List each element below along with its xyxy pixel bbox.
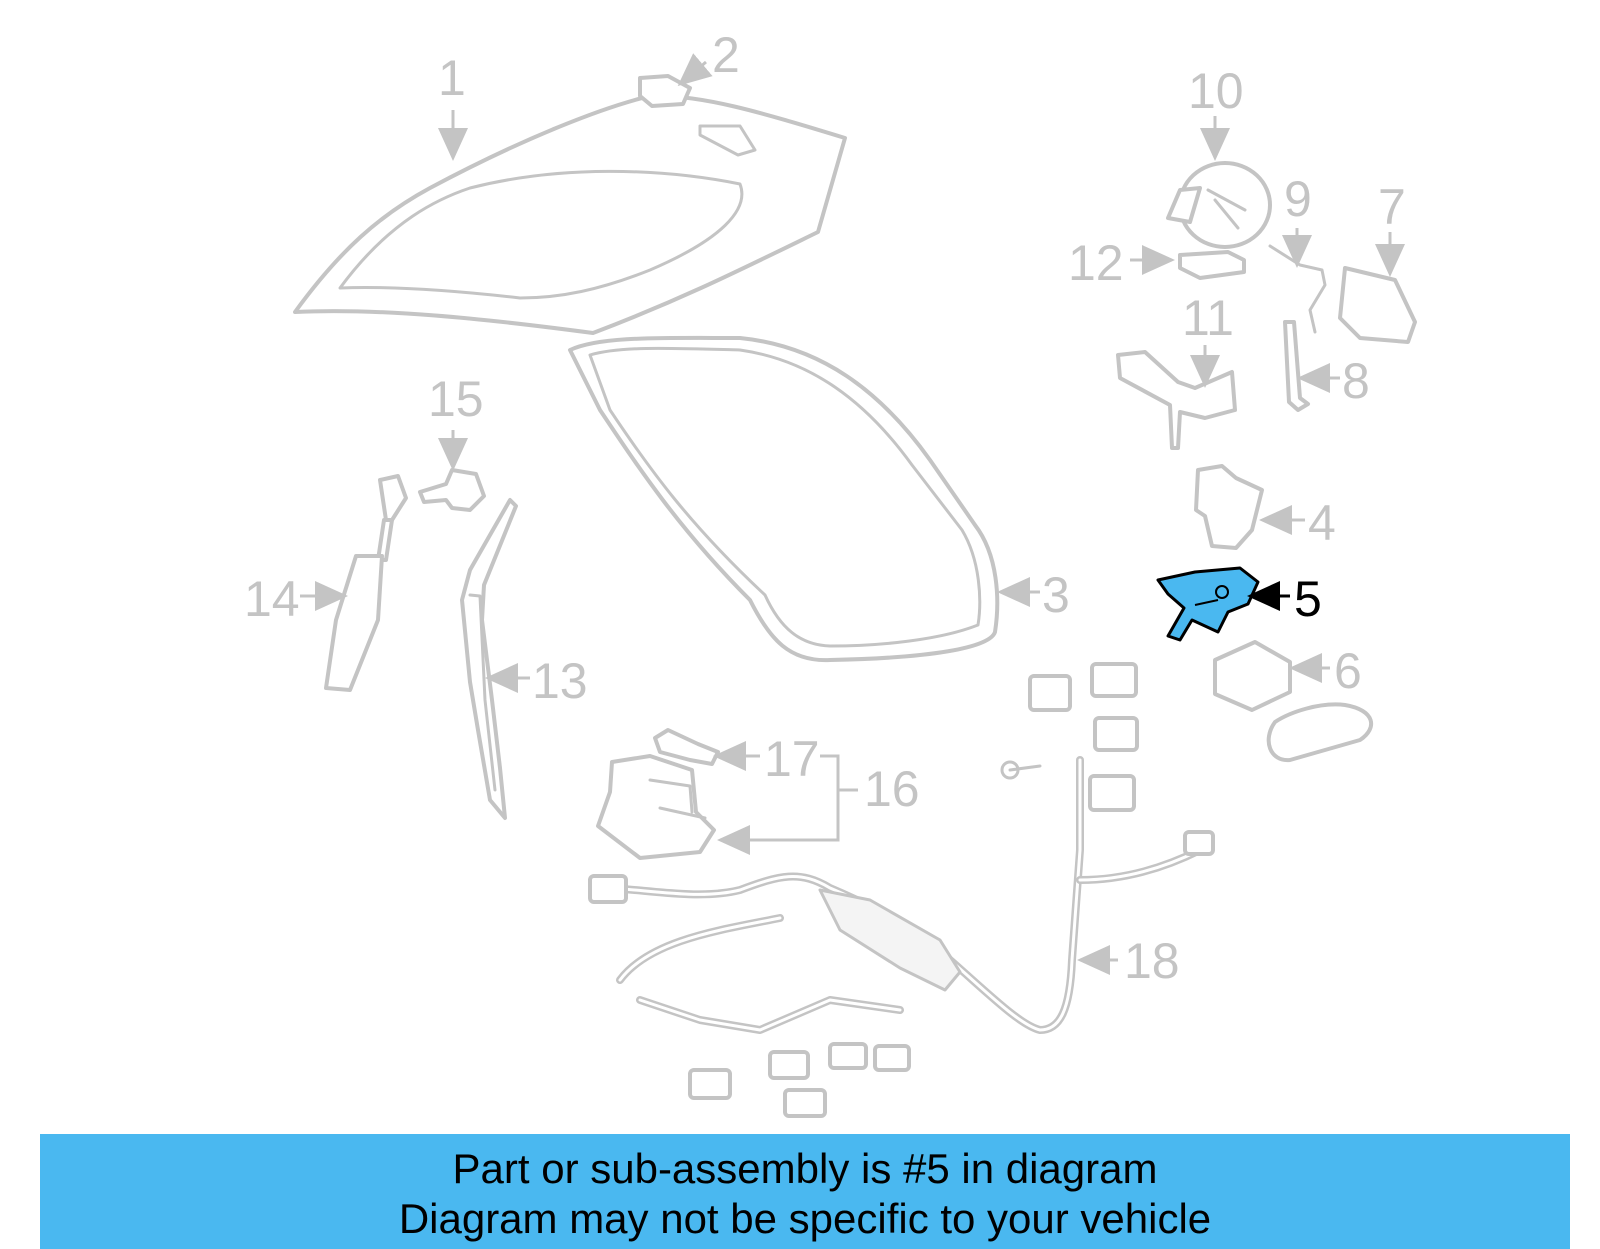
part-4-bracket[interactable] [1194, 464, 1264, 550]
callout-1: 1 [438, 50, 466, 106]
callout-11: 11 [1182, 290, 1234, 346]
info-banner: Part or sub-assembly is #5 in diagram Di… [40, 1134, 1570, 1249]
callout-18: 18 [1124, 933, 1180, 989]
part-8-rod[interactable] [1283, 320, 1310, 412]
callout-10: 10 [1188, 63, 1244, 119]
part-15-ball-stud[interactable] [418, 468, 486, 512]
callout-5: 5 [1294, 571, 1322, 627]
part-14-strut[interactable] [324, 474, 408, 692]
part-12-switch[interactable] [1178, 250, 1246, 280]
callout-14: 14 [244, 571, 300, 627]
callout-4: 4 [1308, 495, 1336, 551]
part-6-lamp[interactable] [1213, 640, 1374, 763]
banner-line-1: Part or sub-assembly is #5 in diagram [452, 1145, 1158, 1192]
callout-15: 15 [428, 371, 484, 427]
part-7-cover[interactable] [1338, 266, 1417, 344]
part-13-strip[interactable] [460, 498, 518, 820]
part-5-highlighted[interactable] [1156, 566, 1260, 642]
callout-2: 2 [712, 27, 740, 83]
part-18-wiring-harness[interactable] [588, 662, 1215, 1118]
part-10-lock-cylinder[interactable] [1166, 161, 1272, 249]
callout-7: 7 [1378, 179, 1406, 235]
part-1-trunk-lid[interactable] [293, 93, 847, 335]
part-3-weatherstrip[interactable] [568, 335, 1000, 663]
callout-12: 12 [1068, 235, 1124, 291]
callout-13: 13 [532, 653, 588, 709]
callout-9: 9 [1284, 171, 1312, 227]
callout-16: 16 [864, 761, 920, 817]
part-2-clip[interactable] [638, 74, 692, 108]
callout-17: 17 [764, 731, 820, 787]
callout-6: 6 [1334, 643, 1362, 699]
banner-line-2: Diagram may not be specific to your vehi… [398, 1195, 1212, 1242]
callout-8: 8 [1342, 353, 1370, 409]
callout-3: 3 [1042, 567, 1070, 623]
part-16-lamp-housing[interactable] [596, 754, 716, 860]
part-11-bracket[interactable] [1116, 350, 1237, 450]
